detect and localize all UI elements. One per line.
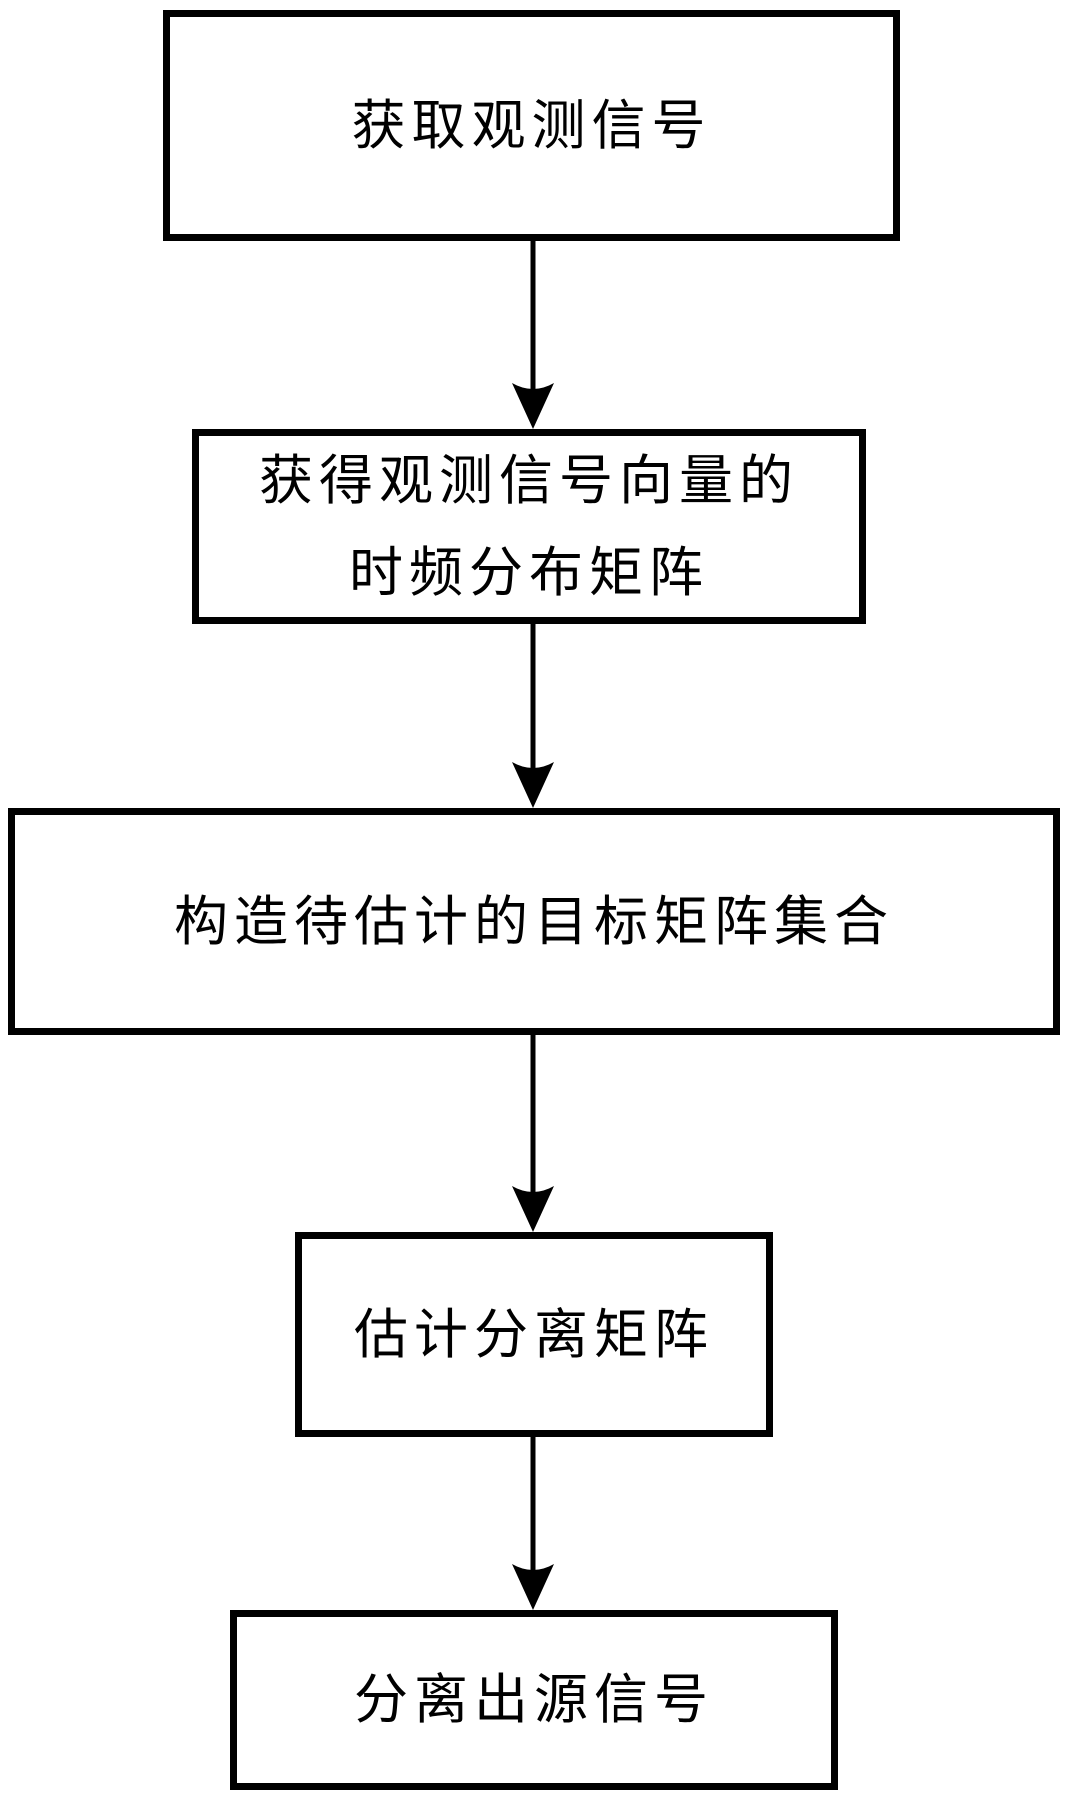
flow-arrow-3: [509, 1035, 557, 1232]
down-arrow-icon: [512, 1035, 554, 1232]
step-box-construct-target-matrix-set: 构造待估计的目标矩阵集合: [8, 808, 1060, 1035]
step-box-estimate-separation-matrix: 估计分离矩阵: [295, 1232, 773, 1437]
step-label: 构造待估计的目标矩阵集合: [174, 891, 894, 952]
flow-arrow-1: [509, 241, 557, 429]
step-label-line-2: 时频分布矩阵: [349, 542, 709, 603]
flow-arrow-2: [509, 624, 557, 808]
step-box-time-frequency-distribution-matrix: 获得观测信号向量的 时频分布矩阵: [192, 429, 866, 624]
step-label-line-1: 获得观测信号向量的: [259, 450, 799, 511]
step-label: 获取观测信号: [351, 95, 712, 156]
step-label: 分离出源信号: [354, 1670, 714, 1730]
down-arrow-icon: [512, 624, 554, 808]
step-box-acquire-observed-signal: 获取观测信号: [163, 10, 900, 241]
down-arrow-icon: [512, 1437, 554, 1610]
step-box-separate-source-signals: 分离出源信号: [230, 1610, 838, 1790]
down-arrow-icon: [512, 241, 554, 429]
step-label: 估计分离矩阵: [354, 1304, 714, 1365]
flow-arrow-4: [509, 1437, 557, 1610]
